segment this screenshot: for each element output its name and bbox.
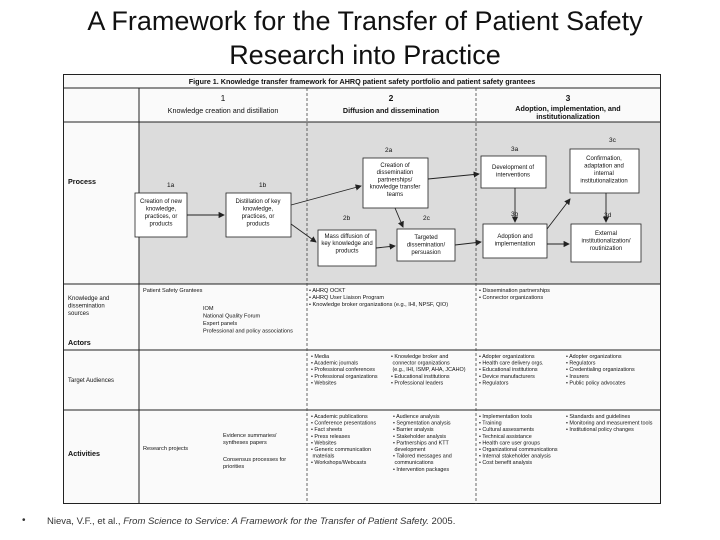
tag-2c: 2c <box>423 215 431 222</box>
act-col3a: • Implementation tools• Training• Cultur… <box>479 414 558 466</box>
citation-year: 2005. <box>428 516 456 527</box>
act-col1-b: Evidence summaries/syntheses papers <box>223 433 277 446</box>
process-arrows <box>187 171 610 250</box>
tag-3c: 3c <box>609 137 617 144</box>
stage-3-number: 3 <box>566 93 571 103</box>
tag-1a: 1a <box>167 182 175 189</box>
ks-col2: • AHRQ OCKT• AHRQ User Liaison Program• … <box>309 288 448 308</box>
tag-3a: 3a <box>511 146 519 153</box>
ta-col3a: • Adopter organizations• Health care del… <box>479 354 544 386</box>
row-label-process: Process <box>68 177 96 186</box>
act-col1-a: Research projects <box>143 446 188 452</box>
framework-figure: Figure 1. Knowledge transfer framework f… <box>63 74 661 504</box>
row-label-target-audiences: Target Audiences <box>68 378 114 384</box>
footer-citation: Nieva, V.F., et al., From Science to Ser… <box>47 516 455 527</box>
ta-col2b: • Knowledge broker and connector organiz… <box>391 354 466 386</box>
stage-1-label: Knowledge creation and distillation <box>168 106 279 115</box>
stage-1-number: 1 <box>221 93 226 103</box>
title-line-2: Research into Practice <box>229 40 501 70</box>
citation-authors: Nieva, V.F., et al., <box>47 516 124 527</box>
row-label-activities: Activities <box>68 449 100 458</box>
act-col3b: • Standards and guidelines• Monitoring a… <box>566 414 653 433</box>
footer-bullet: • <box>22 515 26 526</box>
act-col2a: • Academic publications• Conference pres… <box>311 414 376 466</box>
ta-col2a: • Media• Academic journals• Professional… <box>311 354 378 386</box>
row-label-actors: Actors <box>68 338 91 347</box>
ta-col3b: • Adopter organizations• Regulators• Cre… <box>566 354 635 386</box>
tag-1b: 1b <box>259 182 267 189</box>
tag-2b: 2b <box>343 215 351 222</box>
stage-2-label: Diffusion and dissemination <box>343 106 439 115</box>
slide-title: A Framework for the Transfer of Patient … <box>0 4 720 72</box>
tag-2a: 2a <box>385 147 393 154</box>
tag-3d: 3d <box>604 212 612 219</box>
citation-title: From Science to Service: A Framework for… <box>123 516 429 527</box>
title-line-1: A Framework for the Transfer of Patient … <box>87 6 643 36</box>
ks-col3: • Dissemination partnerships• Connector … <box>479 288 550 301</box>
ks-col1-a: Patient Safety Grantees <box>143 288 203 294</box>
act-col2b: • Audience analysis• Segmentation analys… <box>393 414 452 473</box>
figure-caption: Figure 1. Knowledge transfer framework f… <box>189 77 535 86</box>
stage-2-number: 2 <box>389 93 394 103</box>
